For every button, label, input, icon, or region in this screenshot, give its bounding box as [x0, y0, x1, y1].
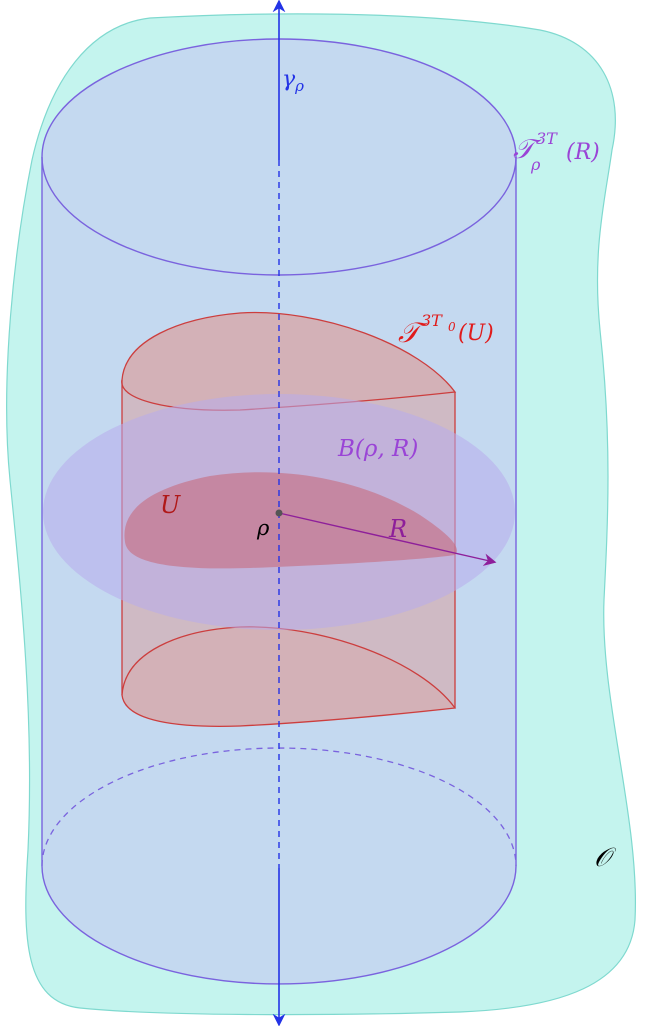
label-gamma-rho: γρ — [282, 67, 304, 95]
center-point — [275, 509, 283, 517]
label-rho: ρ — [256, 516, 270, 540]
label-radius: R — [388, 515, 407, 543]
svg-text:ρ: ρ — [530, 155, 541, 174]
label-ball: B(ρ, R) — [337, 436, 418, 462]
label-u: U — [160, 491, 181, 519]
svg-text:(R): (R) — [566, 140, 600, 165]
svg-text:3T: 3T — [421, 311, 443, 330]
svg-text:0: 0 — [448, 320, 456, 334]
svg-text:3T: 3T — [536, 129, 558, 148]
svg-text:(U): (U) — [458, 321, 494, 346]
set-u-region — [124, 472, 457, 569]
inner-tube-bottom-cap — [121, 626, 457, 727]
radius-arrow — [278, 512, 497, 566]
